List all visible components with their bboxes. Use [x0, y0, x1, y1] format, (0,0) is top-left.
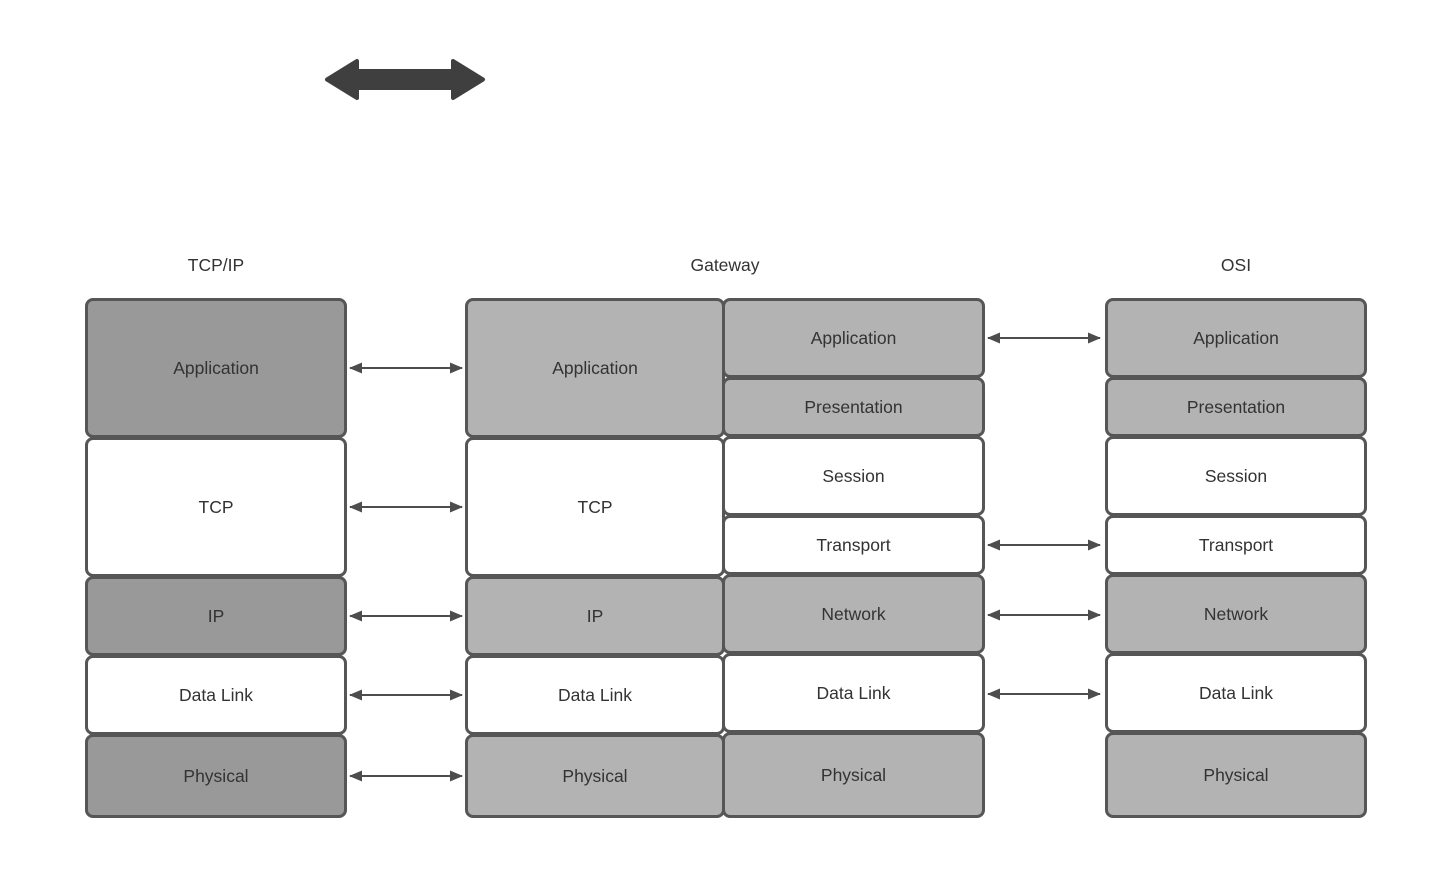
layer-box-gateway-right-session: Session	[722, 436, 985, 516]
layer-box-gateway-right-transport: Transport	[722, 515, 985, 575]
layer-label: Presentation	[804, 396, 903, 417]
layer-label: Physical	[1203, 764, 1269, 785]
layer-label: Network	[1203, 603, 1269, 624]
layer-label: TCP	[198, 496, 234, 517]
layer-label: Application	[810, 327, 897, 348]
layer-label: IP	[586, 605, 604, 626]
layer-box-gateway-right-data-link: Data Link	[722, 653, 985, 733]
layer-box-gateway-right-physical: Physical	[722, 732, 985, 818]
layer-label: Session	[822, 465, 885, 486]
column-title-gateway: Gateway	[690, 255, 760, 275]
layer-box-gateway-right-network: Network	[722, 574, 985, 654]
tcpip-stack: Application TCP IP Data Link Physical	[85, 298, 347, 818]
layer-label: Transport	[816, 534, 891, 555]
gateway-left-stack: Application TCP IP Data Link Physical	[465, 298, 725, 818]
layer-box-gateway-left-physical: Physical	[465, 734, 725, 818]
layer-box-gateway-left-tcp: TCP	[465, 437, 725, 577]
layer-label: Transport	[1198, 534, 1274, 555]
layer-label: Session	[1204, 465, 1268, 486]
layer-box-gateway-right-application: Application	[722, 298, 985, 378]
layer-box-gateway-left-data-link: Data Link	[465, 655, 725, 735]
layer-box-gateway-left-application: Application	[465, 298, 725, 438]
layer-label: Presentation	[1186, 396, 1286, 417]
layer-box-osi-presentation: Presentation	[1105, 377, 1367, 437]
layer-box-gateway-right-presentation: Presentation	[722, 377, 985, 437]
layer-box-gateway-left-ip: IP	[465, 576, 725, 656]
layer-box-tcpip-application: Application	[85, 298, 347, 438]
layer-label: Data Link	[816, 682, 891, 703]
layer-label: Physical	[562, 765, 628, 786]
layer-box-osi-network: Network	[1105, 574, 1367, 654]
column-title-tcpip: TCP/IP	[187, 255, 245, 275]
layer-label: Data Link	[558, 684, 632, 705]
layer-label: Application	[552, 357, 638, 378]
column-title-osi: OSI	[1220, 255, 1252, 275]
layer-label: TCP	[577, 496, 613, 517]
layer-box-tcpip-physical: Physical	[85, 734, 347, 818]
layer-box-osi-session: Session	[1105, 436, 1367, 516]
layer-label: Physical	[183, 765, 249, 786]
layer-box-osi-application: Application	[1105, 298, 1367, 378]
layer-box-tcpip-tcp: TCP	[85, 437, 347, 577]
layer-box-tcpip-data-link: Data Link	[85, 655, 347, 735]
layer-label: Data Link	[179, 684, 253, 705]
layer-label: Network	[821, 603, 886, 624]
gateway-right-stack: Application Presentation Session Transpo…	[722, 298, 985, 818]
layer-box-osi-data-link: Data Link	[1105, 653, 1367, 733]
osi-stack: Application Presentation Session Transpo…	[1105, 298, 1367, 818]
layer-label: Data Link	[1199, 682, 1273, 703]
layer-label: Physical	[820, 764, 887, 785]
bidirectional-arrow	[325, 59, 485, 100]
layer-box-osi-physical: Physical	[1105, 732, 1367, 818]
layer-box-osi-transport: Transport	[1105, 515, 1367, 575]
layer-label: IP	[207, 605, 225, 626]
layer-label: Application	[173, 357, 259, 378]
layer-box-tcpip-ip: IP	[85, 576, 347, 656]
layer-label: Application	[1193, 327, 1279, 348]
